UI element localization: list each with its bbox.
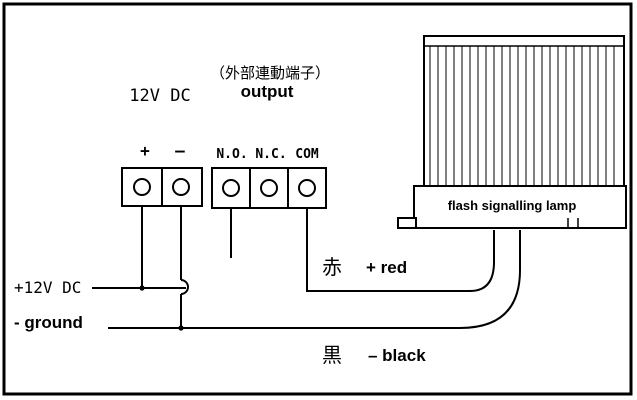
black-wire-label: – black	[368, 346, 426, 365]
terminal-leads	[141, 206, 232, 328]
power-terminal-block	[121, 167, 203, 207]
red-wire	[306, 208, 495, 292]
minus-sign: –	[175, 141, 185, 160]
terminal-label-nc: N.C.	[255, 147, 286, 162]
supply-voltage-label: 12V DC	[129, 86, 190, 106]
lamp-label: flash signalling lamp	[448, 198, 577, 213]
output-terminal-block	[211, 167, 327, 209]
plus-12v-wire-label: +12V DC	[14, 278, 81, 297]
red-kanji-label: 赤	[322, 255, 342, 279]
lamp-mount-tab	[397, 217, 417, 229]
lamp-base	[413, 185, 627, 229]
lamp-globe	[423, 35, 625, 187]
diagram-frame	[2, 2, 633, 396]
black-wire	[181, 230, 521, 329]
plus-sign: +	[140, 141, 150, 160]
terminal-label-com: COM	[295, 147, 319, 162]
nc-screw-terminal	[260, 179, 278, 197]
black-kanji-label: 黒	[322, 343, 342, 367]
plus-screw-terminal	[133, 178, 151, 196]
plus-junction-dot	[139, 285, 145, 291]
japanese-terminal-label: （外部連動端子）	[210, 64, 330, 82]
minus-screw-terminal	[172, 178, 190, 196]
ground-wire-label: - ground	[14, 313, 83, 332]
no-screw-terminal	[222, 179, 240, 197]
supply-wires	[92, 287, 186, 329]
terminal-label-no: N.O.	[216, 147, 247, 162]
flash-signalling-lamp: flash signalling lamp	[397, 35, 627, 229]
com-screw-terminal	[298, 179, 316, 197]
output-label: output	[241, 82, 294, 101]
red-wire-label: + red	[366, 258, 407, 277]
